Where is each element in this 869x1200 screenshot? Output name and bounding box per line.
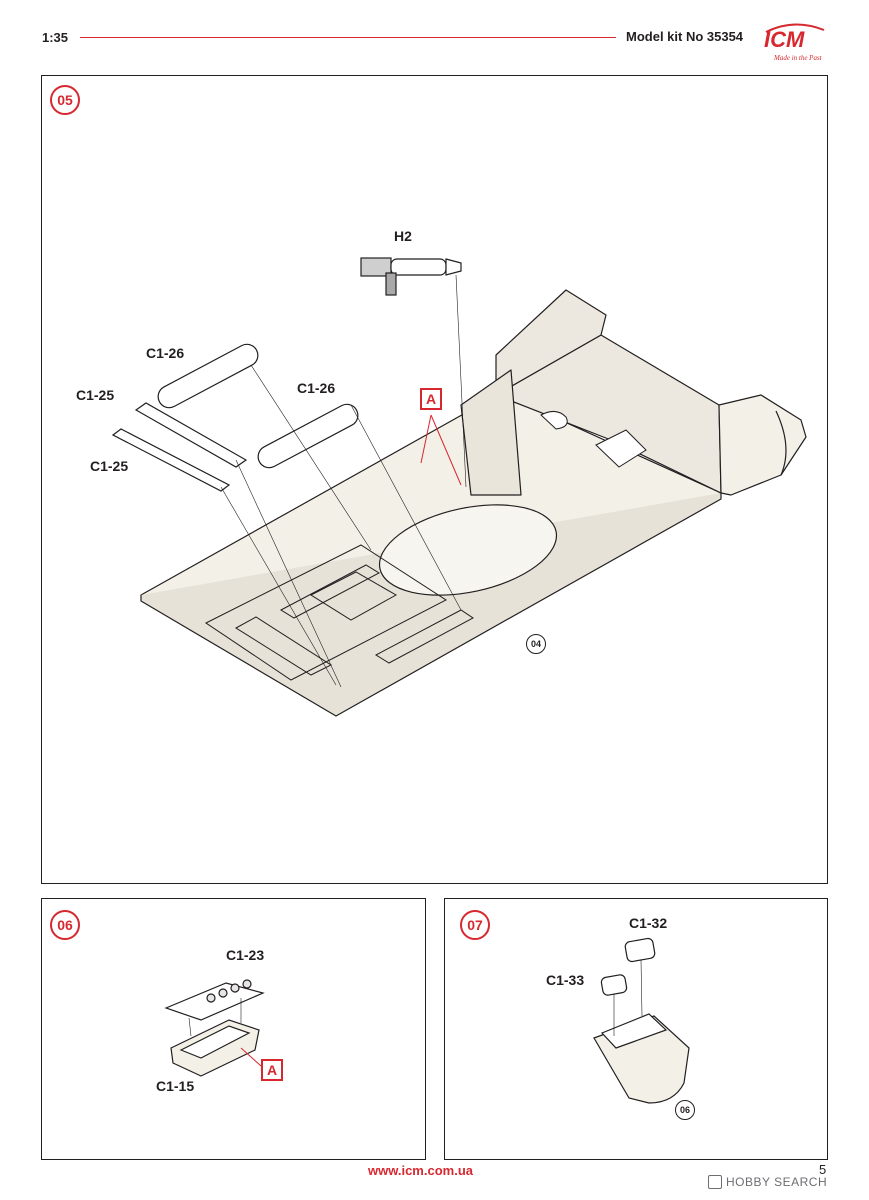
ref-step-04: 04 — [526, 634, 546, 654]
label-c1-32: C1-32 — [629, 915, 668, 931]
step-05-panel — [41, 75, 828, 884]
label-c1-33: C1-33 — [546, 972, 585, 988]
label-c1-23: C1-23 — [226, 947, 265, 963]
label-c1-25-b: C1-25 — [90, 458, 129, 474]
rear-hatch — [595, 429, 647, 468]
ref-step-06: 06 — [675, 1100, 695, 1120]
hull-floor-edge — [140, 493, 722, 717]
step-07-drawing — [593, 937, 690, 1104]
part-c1-32 — [624, 937, 656, 963]
label-c1-15: C1-15 — [156, 1078, 195, 1094]
label-c1-26-a: C1-26 — [146, 345, 185, 361]
icm-logo: ICM Made in the Past — [754, 20, 834, 66]
website-link[interactable]: www.icm.com.ua — [368, 1163, 473, 1178]
label-h2: H2 — [394, 228, 412, 244]
part-c1-26-a — [157, 343, 259, 409]
logo-tagline: Made in the Past — [773, 54, 823, 62]
part-c1-26-b — [257, 403, 359, 469]
rear-fender — [718, 394, 807, 496]
logo-text: ICM — [764, 27, 805, 52]
part-c1-23 — [164, 982, 265, 1021]
watermark-text: HOBBY SEARCH — [726, 1175, 828, 1189]
step-07-badge: 07 — [460, 910, 490, 940]
step-05-drawing — [111, 257, 807, 717]
callout-a: A — [420, 388, 442, 410]
watermark-icon — [708, 1175, 722, 1189]
part-c1-33 — [600, 974, 628, 996]
mount-ring — [540, 411, 568, 430]
step-07-panel — [444, 898, 828, 1160]
turret-ring — [378, 504, 558, 596]
header-rule — [80, 37, 616, 38]
step-06-panel — [41, 898, 426, 1160]
kit-number: Model kit No 35354 — [626, 29, 744, 44]
label-c1-26-b: C1-26 — [297, 380, 336, 396]
step-06-drawing — [164, 979, 265, 1077]
label-c1-25-a: C1-25 — [76, 387, 115, 403]
watermark: HOBBY SEARCH — [708, 1175, 827, 1189]
callout-a-step-06: A — [261, 1059, 283, 1081]
step-05-badge: 05 — [50, 85, 80, 115]
page-number: 5 — [819, 1162, 827, 1177]
step-06-badge: 06 — [50, 910, 80, 940]
scale-label: 1:35 — [42, 30, 69, 45]
part-c1-25-a — [134, 402, 248, 468]
side-wall — [460, 369, 522, 496]
part-c1-25-b — [111, 428, 231, 492]
part-h2 — [360, 257, 462, 296]
